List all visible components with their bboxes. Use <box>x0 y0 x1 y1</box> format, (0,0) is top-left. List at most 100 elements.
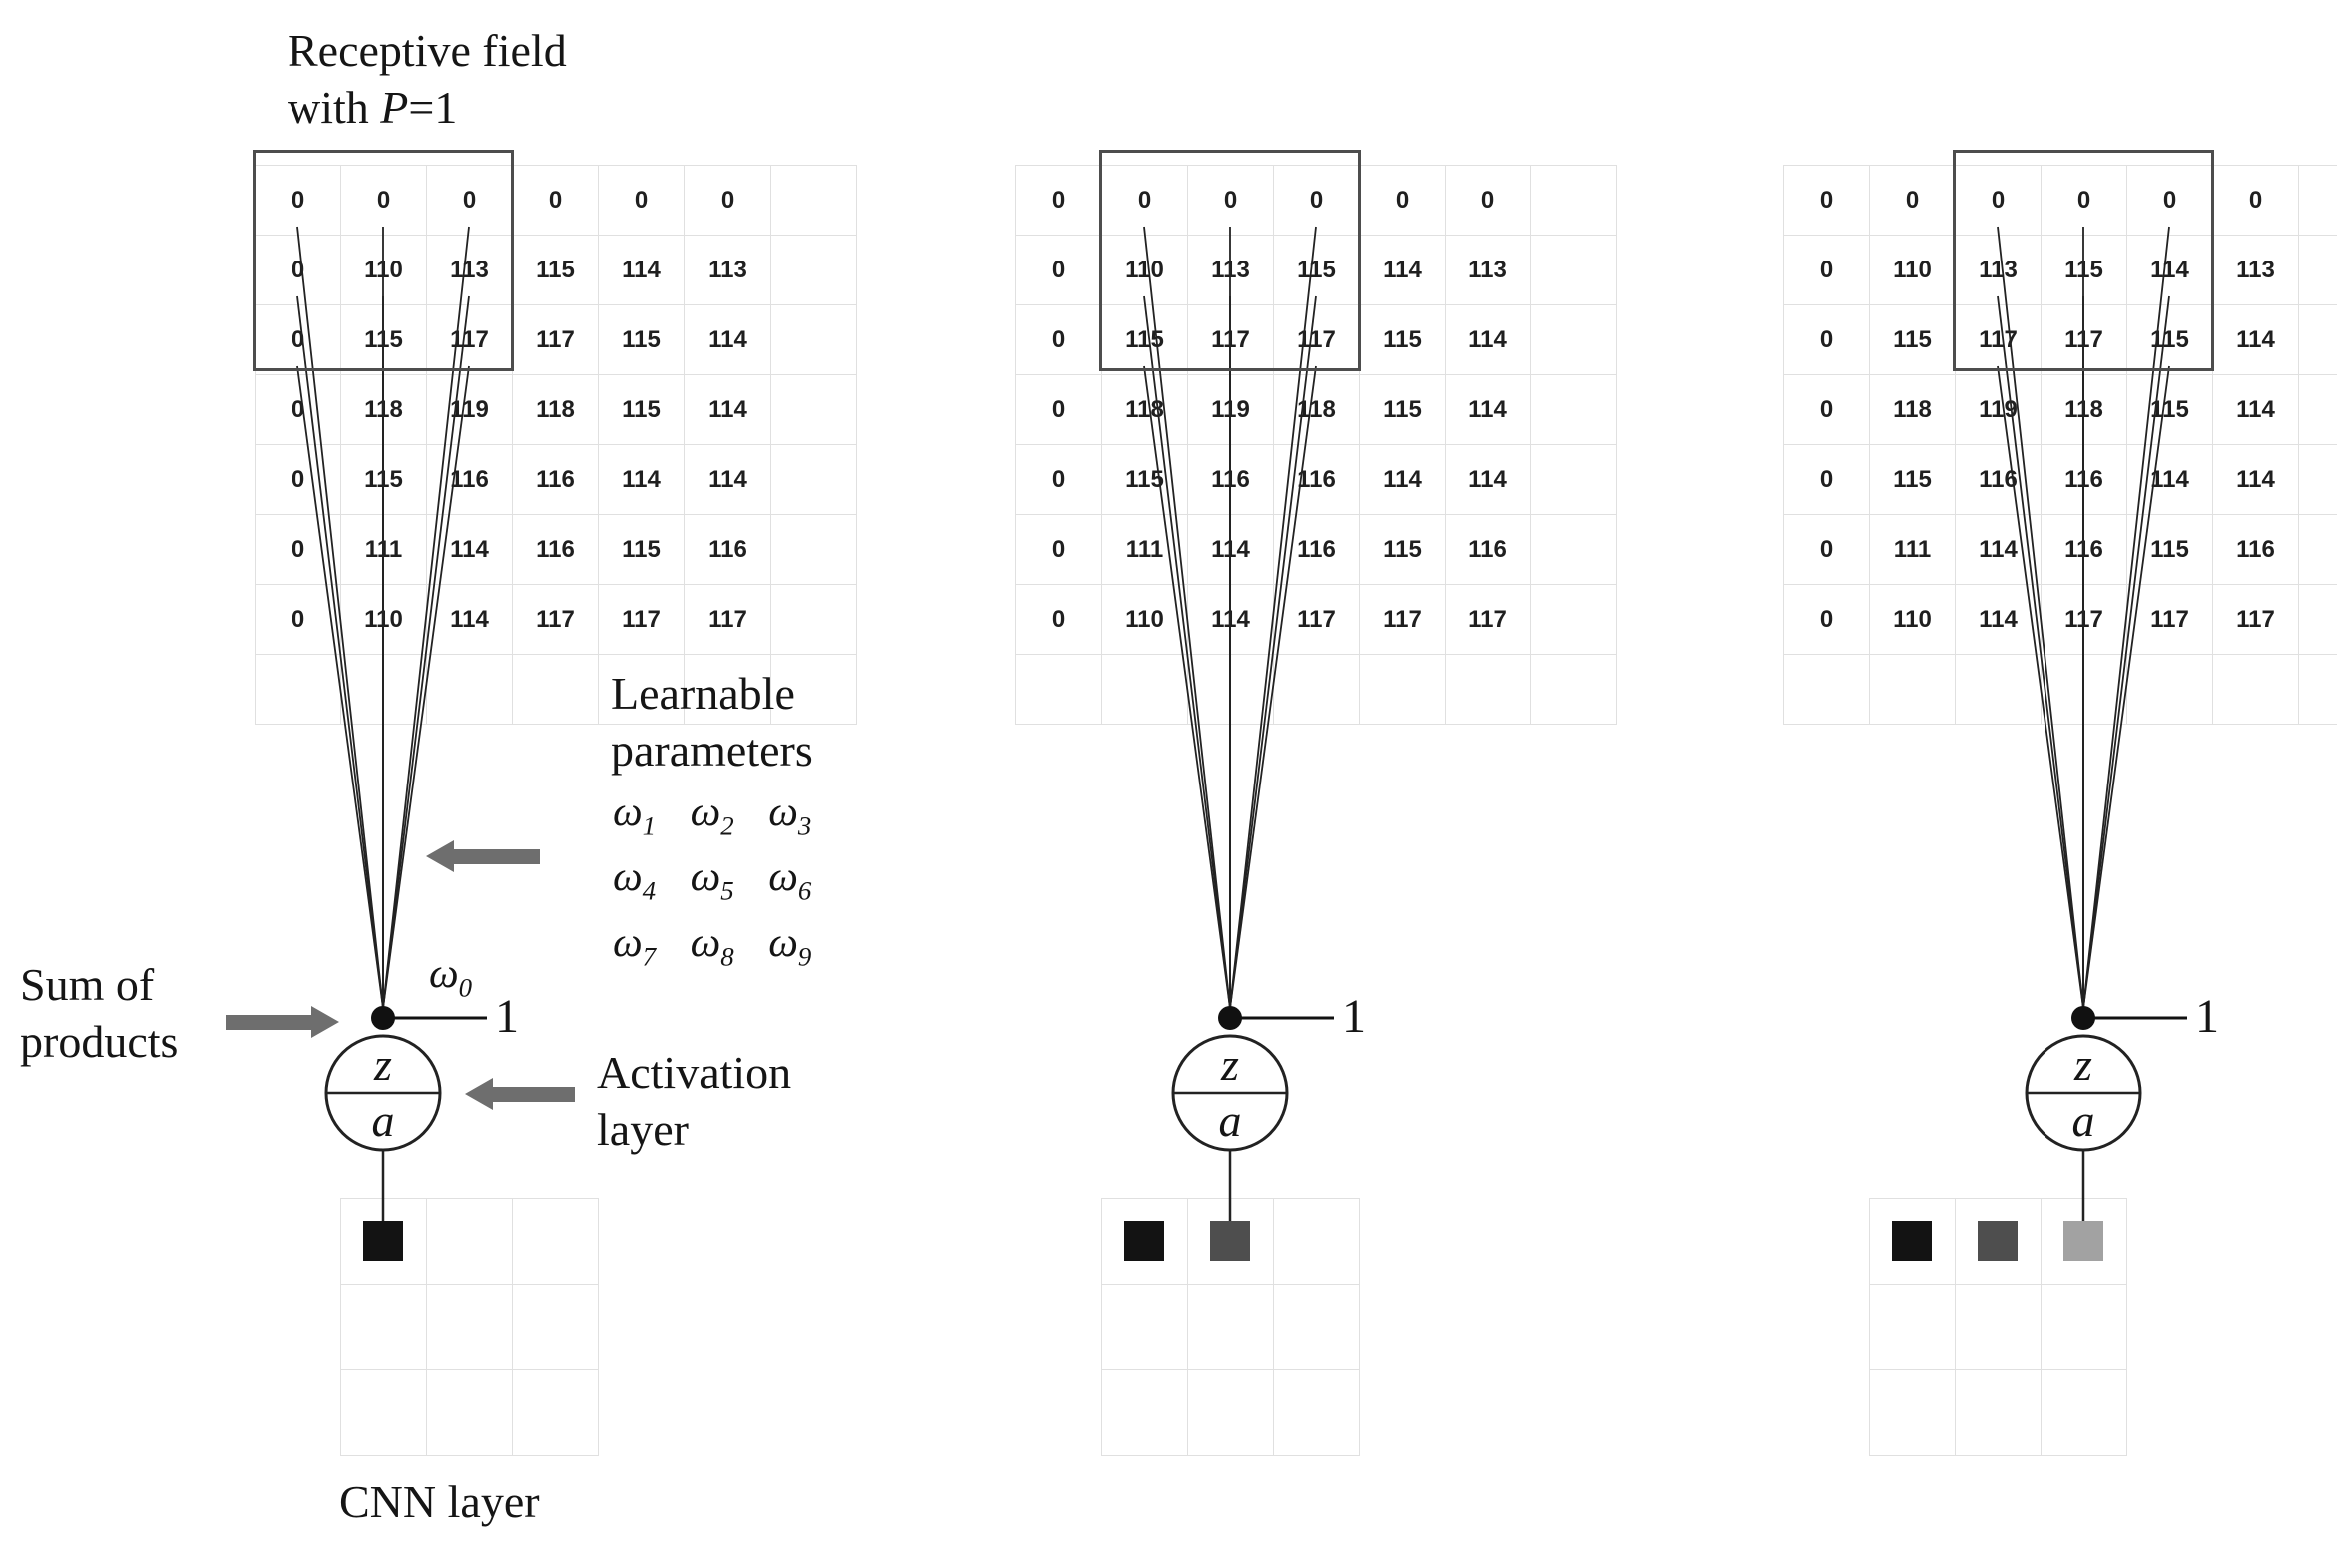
pixel-cell <box>685 655 771 725</box>
pixel-cell <box>1102 655 1188 725</box>
output-cell <box>1102 1285 1188 1370</box>
pixel-cell: 0 <box>513 166 599 236</box>
pixel-cell: 116 <box>513 515 599 585</box>
pixel-cell: 0 <box>256 585 341 655</box>
sum-of-products-label: Sum of products <box>20 956 178 1070</box>
pixel-cell: 114 <box>1360 445 1446 515</box>
bias-weight-label: ω0 <box>429 951 473 1003</box>
output-activation-square <box>1892 1221 1932 1261</box>
output-cell <box>2042 1285 2127 1370</box>
output-cell <box>1274 1285 1360 1370</box>
pixel-cell: 114 <box>1956 515 2042 585</box>
activation-arrow <box>465 1078 575 1110</box>
pixel-cell: 111 <box>1102 515 1188 585</box>
output-cell <box>1188 1199 1274 1285</box>
receptive-field-box <box>1099 150 1361 371</box>
pixel-cell: 116 <box>513 445 599 515</box>
pixel-cell <box>771 515 857 585</box>
pixel-cell: 0 <box>2213 166 2299 236</box>
pixel-cell: 0 <box>256 445 341 515</box>
pixel-cell: 0 <box>256 375 341 445</box>
output-cell <box>1870 1285 1956 1370</box>
pixel-cell: 118 <box>1102 375 1188 445</box>
output-cell <box>341 1285 427 1370</box>
output-grid <box>340 1198 599 1456</box>
pixel-cell: 118 <box>513 375 599 445</box>
pixel-cell <box>1531 236 1617 305</box>
pixel-cell: 118 <box>1274 375 1360 445</box>
pixel-cell <box>1870 655 1956 725</box>
pixel-cell <box>771 375 857 445</box>
pixel-cell <box>1784 655 1870 725</box>
activation-layer-label: Activation layer <box>597 1044 791 1158</box>
output-cell <box>513 1370 599 1456</box>
pixel-cell: 118 <box>341 375 427 445</box>
pixel-cell <box>1531 655 1617 725</box>
pixel-cell: 110 <box>1102 585 1188 655</box>
pixel-cell: 114 <box>1188 585 1274 655</box>
pixel-cell: 0 <box>1016 585 1102 655</box>
pixel-cell: 117 <box>1274 585 1360 655</box>
pixel-cell <box>1360 655 1446 725</box>
output-activation-square <box>1124 1221 1164 1261</box>
pixel-cell: 115 <box>2127 515 2213 585</box>
pixel-cell <box>1274 655 1360 725</box>
pixel-cell <box>1531 166 1617 236</box>
sum-arrow <box>226 1006 339 1038</box>
arrow-head-icon <box>311 1006 339 1038</box>
pixel-cell: 0 <box>1784 236 1870 305</box>
pixel-cell: 116 <box>685 515 771 585</box>
pixel-cell: 114 <box>1956 585 2042 655</box>
kernel-weights-label: ω1 ω2 ω3 ω4 ω5 ω6 ω7 ω8 ω9 <box>613 786 811 982</box>
activation-line2: layer <box>597 1104 689 1155</box>
pixel-cell: 114 <box>599 445 685 515</box>
pixel-cell <box>1531 515 1617 585</box>
pixel-cell: 114 <box>685 375 771 445</box>
neuron-z-label: z <box>374 1039 392 1090</box>
pixel-cell: 118 <box>2042 375 2127 445</box>
learnable-line1: Learnable <box>611 668 795 719</box>
neuron-z-label: z <box>1221 1039 1239 1090</box>
pixel-cell: 116 <box>1274 515 1360 585</box>
pixel-cell: 114 <box>1446 375 1531 445</box>
pixel-cell: 111 <box>1870 515 1956 585</box>
output-cell <box>427 1285 513 1370</box>
pixel-cell: 0 <box>1016 305 1102 375</box>
bias-value: 1 <box>1342 990 1366 1043</box>
pixel-cell: 0 <box>1016 236 1102 305</box>
sum-line1: Sum of <box>20 959 155 1010</box>
pixel-cell <box>1956 655 2042 725</box>
pixel-cell: 117 <box>513 305 599 375</box>
pixel-cell: 114 <box>1360 236 1446 305</box>
pixel-cell <box>1016 655 1102 725</box>
pixel-cell: 114 <box>2127 445 2213 515</box>
pixel-cell <box>771 445 857 515</box>
pixel-cell: 116 <box>1188 445 1274 515</box>
pixel-cell: 115 <box>513 236 599 305</box>
pixel-cell <box>2299 445 2337 515</box>
pixel-cell: 116 <box>1446 515 1531 585</box>
sum-dot <box>1218 1006 1242 1030</box>
pixel-cell: 0 <box>1784 166 1870 236</box>
pixel-cell: 117 <box>2127 585 2213 655</box>
weights-arrow <box>426 840 540 872</box>
pixel-cell: 117 <box>685 585 771 655</box>
sum-line2: products <box>20 1016 179 1067</box>
pixel-cell: 114 <box>2213 375 2299 445</box>
receptive-field-box <box>1953 150 2214 371</box>
pixel-cell: 115 <box>1102 445 1188 515</box>
pixel-cell: 0 <box>1016 166 1102 236</box>
pixel-cell: 0 <box>1784 375 1870 445</box>
pixel-cell <box>771 166 857 236</box>
pixel-cell: 116 <box>1274 445 1360 515</box>
output-cell <box>513 1285 599 1370</box>
pixel-cell <box>341 655 427 725</box>
pixel-cell: 115 <box>2127 375 2213 445</box>
output-activation-square <box>1210 1221 1250 1261</box>
pixel-cell: 0 <box>1784 585 1870 655</box>
output-activation-square <box>363 1221 403 1261</box>
pixel-cell: 113 <box>2213 236 2299 305</box>
pixel-cell <box>513 655 599 725</box>
receptive-field-label-line2-post: =1 <box>408 82 458 133</box>
